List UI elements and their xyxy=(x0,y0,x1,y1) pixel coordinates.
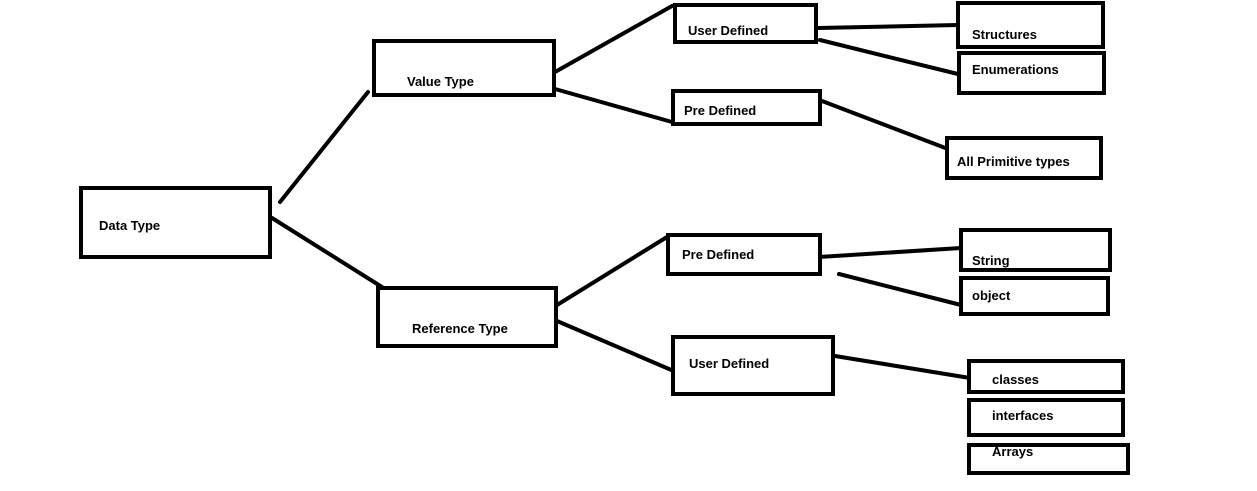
ref-pre-defined-box xyxy=(666,233,822,276)
value-user-defined-box xyxy=(673,3,818,44)
arrays-box xyxy=(967,443,1130,475)
ref-user-defined-label: User Defined xyxy=(689,356,770,371)
connector-referencetype-predefined xyxy=(555,235,669,307)
connector-datatype-valuetype xyxy=(278,90,370,204)
connector-predefined-primitives xyxy=(820,99,950,151)
string-box xyxy=(959,228,1112,272)
connector-valuetype-predefined xyxy=(553,87,674,124)
reference-type-box xyxy=(376,286,558,348)
connector-valuetype-userdefined xyxy=(553,4,674,74)
connector-userdefined-structures xyxy=(816,23,960,30)
object-box xyxy=(959,276,1110,316)
ref-pre-defined-label: Pre Defined xyxy=(682,247,755,262)
arrays-label: Arrays xyxy=(992,444,1034,459)
enumerations-box xyxy=(957,51,1106,95)
ref-user-defined-box xyxy=(671,335,835,396)
structures-label: Structures xyxy=(972,27,1038,42)
value-user-defined-label: User Defined xyxy=(688,23,769,38)
connector-predefined-string xyxy=(817,246,963,259)
all-primitive-types-label: All Primitive types xyxy=(957,154,1070,169)
connector-userdefined-enumerations xyxy=(818,38,964,77)
connector-userdefined-classes xyxy=(833,354,972,380)
data-type-label: Data Type xyxy=(99,218,161,233)
value-pre-defined-label: Pre Defined xyxy=(684,103,757,118)
value-pre-defined-box xyxy=(671,89,822,126)
classes-label: classes xyxy=(992,372,1039,387)
classes-box xyxy=(967,359,1125,394)
connector-predefined-object xyxy=(837,272,963,307)
data-type-box xyxy=(79,186,272,259)
all-primitive-types-box xyxy=(945,136,1103,180)
interfaces-box xyxy=(967,398,1125,437)
connector-referencetype-userdefined xyxy=(555,319,678,374)
value-type-box xyxy=(372,39,556,97)
structures-box xyxy=(956,1,1105,49)
string-label: String xyxy=(972,253,1010,268)
enumerations-label: Enumerations xyxy=(972,62,1059,77)
reference-type-label: Reference Type xyxy=(412,321,508,336)
connector-datatype-referencetype xyxy=(270,216,384,289)
interfaces-label: interfaces xyxy=(992,408,1054,423)
object-label: object xyxy=(972,288,1011,303)
value-type-label: Value Type xyxy=(407,74,474,89)
